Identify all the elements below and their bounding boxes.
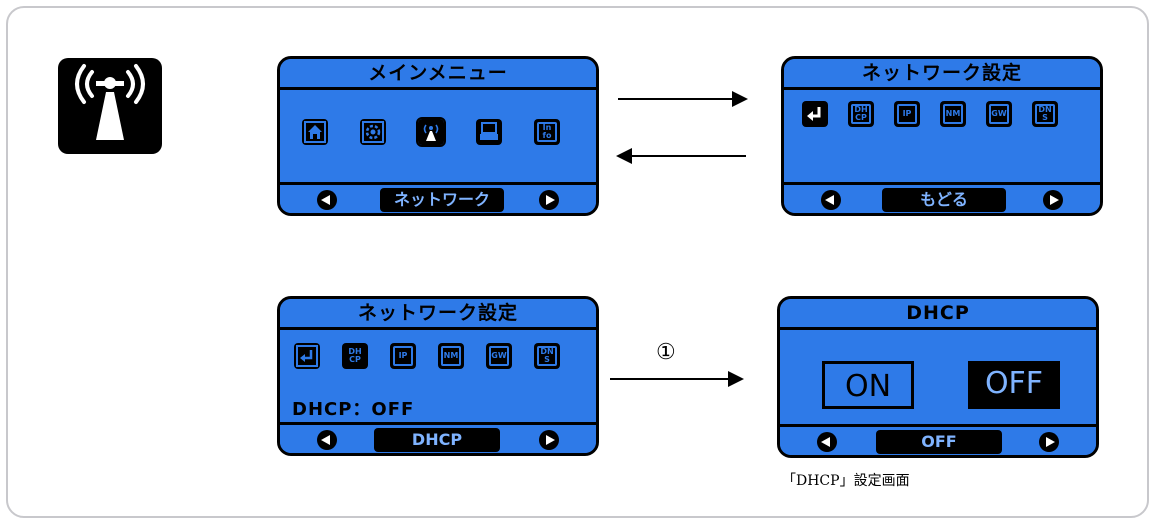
main-menu-screen: メインメニュー In fo ネットワーク [277,56,599,216]
return-icon[interactable] [294,343,320,369]
dhcp-icon[interactable]: DH CP [848,101,874,127]
bottom-bar: もどる [784,182,1100,213]
dhcp-setting-screen: DHCP ON OFF OFF [777,296,1099,458]
network-settings-screen: ネットワーク設定 DH CP IP NM GW DN S もどる [781,56,1103,216]
right-arrow-icon[interactable] [1043,190,1063,210]
forward-arrow [618,91,748,107]
gw-icon[interactable]: GW [986,101,1012,127]
printer-icon[interactable] [476,119,502,145]
selection-label: ネットワーク [380,188,504,212]
selection-label: DHCP [374,428,500,452]
nm-icon[interactable]: NM [940,101,966,127]
network-settings-dhcp-screen: ネットワーク設定 DH CP IP NM GW DN S DHCP：OFF DH… [277,296,599,456]
settings-icon[interactable] [360,119,386,145]
left-arrow-icon[interactable] [821,190,841,210]
selection-label: OFF [876,430,1002,454]
dns-icon[interactable]: DN S [1032,101,1058,127]
right-arrow-icon[interactable] [539,430,559,450]
nm-icon[interactable]: NM [438,343,464,369]
dhcp-status: DHCP：OFF [292,399,415,420]
network-icon[interactable] [416,117,446,147]
right-arrow-icon[interactable] [539,190,559,210]
screen-title: ネットワーク設定 [280,299,596,330]
info-icon[interactable]: In fo [534,119,560,145]
network-icon [58,58,162,154]
on-option[interactable]: ON [822,361,914,409]
bottom-bar: ネットワーク [280,182,596,213]
return-icon[interactable] [802,101,828,127]
step-arrow [610,371,744,387]
back-arrow [616,148,746,164]
left-arrow-icon[interactable] [317,430,337,450]
screen-title: メインメニュー [280,59,596,90]
off-option[interactable]: OFF [968,361,1060,409]
gw-icon[interactable]: GW [486,343,512,369]
ip-icon[interactable]: IP [390,343,416,369]
selection-label: もどる [882,188,1006,212]
home-icon[interactable] [302,119,328,145]
step-marker: ① [656,340,676,365]
bottom-bar: DHCP [280,422,596,453]
dns-icon[interactable]: DN S [534,343,560,369]
caption: 「DHCP」設定画面 [782,473,910,489]
screen-title: ネットワーク設定 [784,59,1100,90]
dhcp-icon[interactable]: DH CP [342,343,368,369]
ip-icon[interactable]: IP [894,101,920,127]
left-arrow-icon[interactable] [317,190,337,210]
right-arrow-icon[interactable] [1039,432,1059,452]
bottom-bar: OFF [780,424,1096,455]
left-arrow-icon[interactable] [817,432,837,452]
screen-title: DHCP [780,299,1096,330]
